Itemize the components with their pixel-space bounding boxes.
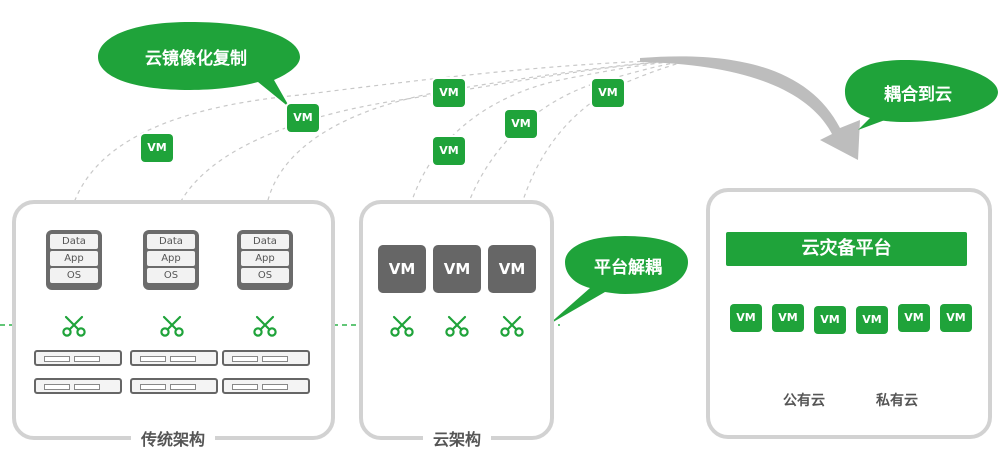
layer-app: App <box>50 251 98 266</box>
server-icon <box>34 350 122 366</box>
vm-badge: VM <box>433 79 465 107</box>
panel-cloud <box>359 200 554 440</box>
path-vm-2 <box>456 59 691 245</box>
coupling-arrow <box>640 56 860 160</box>
server-icon <box>222 378 310 394</box>
server-icon <box>130 350 218 366</box>
path-stack-2 <box>169 59 691 233</box>
layer-app: App <box>147 251 195 266</box>
replication-paths <box>66 59 691 245</box>
iaas-label: IaaS <box>434 370 470 386</box>
vm-badge: VM <box>772 304 804 332</box>
vm-block: VM <box>488 245 536 293</box>
layer-os: OS <box>241 268 289 283</box>
bubble-platform-decouple <box>548 236 688 325</box>
panel-cloud-title: 云架构 <box>422 426 492 450</box>
private-cloud-label: 私有云 <box>876 393 918 409</box>
layer-data: Data <box>241 234 289 249</box>
dr-platform-title: 云灾备平台 <box>726 232 967 266</box>
path-vm-1 <box>402 59 691 245</box>
bubble-image-copy <box>98 22 300 108</box>
layer-os: OS <box>147 268 195 283</box>
vm-badge: VM <box>814 306 846 334</box>
bubble-decouple-label: 平台解耦 <box>594 258 662 278</box>
vm-badge: VM <box>856 306 888 334</box>
server-icon <box>222 350 310 366</box>
vm-block: VM <box>433 245 481 293</box>
bubble-image-copy-label: 云镜像化复制 <box>145 49 247 69</box>
vm-badge: VM <box>940 304 972 332</box>
vm-badge: VM <box>505 110 537 138</box>
app-stack: Data App OS <box>46 230 102 290</box>
server-icon <box>130 378 218 394</box>
vm-block: VM <box>378 245 426 293</box>
panel-traditional-title: 传统架构 <box>130 426 216 450</box>
bubble-coupled-label: 耦合到云 <box>884 85 952 105</box>
layer-data: Data <box>50 234 98 249</box>
vm-badge: VM <box>592 79 624 107</box>
bubble-coupled-to-cloud <box>845 60 998 130</box>
public-cloud-label: 公有云 <box>783 393 825 409</box>
vm-badge: VM <box>433 137 465 165</box>
app-stack: Data App OS <box>143 230 199 290</box>
path-vm-3 <box>511 59 691 245</box>
server-icon <box>34 378 122 394</box>
vm-badge: VM <box>141 134 173 162</box>
layer-data: Data <box>147 234 195 249</box>
layer-os: OS <box>50 268 98 283</box>
layer-app: App <box>241 251 289 266</box>
vm-badge: VM <box>287 104 319 132</box>
vm-badge: VM <box>730 304 762 332</box>
app-stack: Data App OS <box>237 230 293 290</box>
vm-badge: VM <box>898 304 930 332</box>
